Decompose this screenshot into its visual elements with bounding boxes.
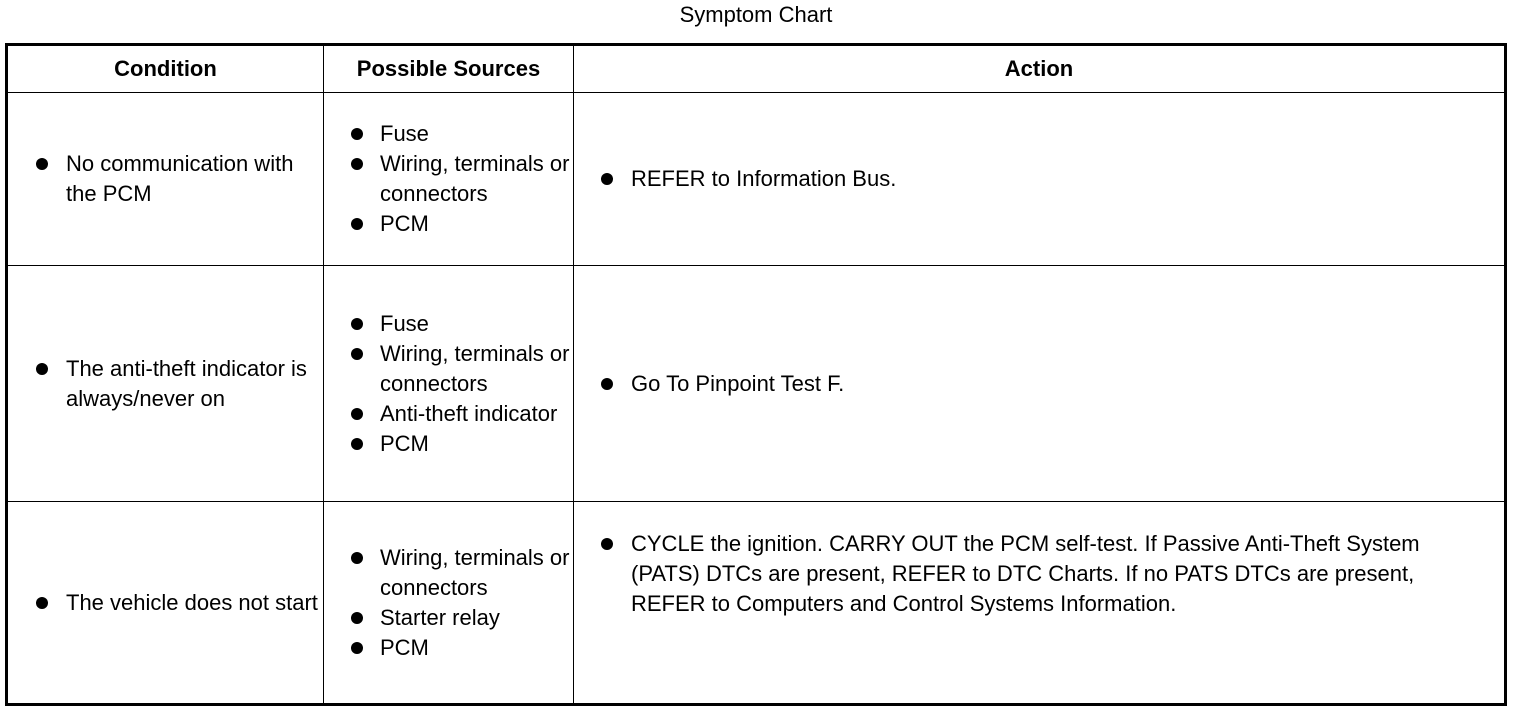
action-item: REFER to Information Bus. bbox=[574, 164, 1504, 194]
source-item: Wiring, terminals or connectors bbox=[324, 543, 573, 603]
bullet-icon bbox=[351, 641, 363, 654]
symptom-table: Condition Possible Sources Action No com… bbox=[5, 43, 1507, 706]
source-item: Wiring, terminals or connectors bbox=[324, 149, 573, 209]
source-text: Wiring, terminals or connectors bbox=[380, 340, 570, 396]
bullet-icon bbox=[36, 362, 48, 375]
bullet-icon bbox=[351, 437, 363, 450]
source-text: Anti-theft indicator bbox=[380, 400, 558, 426]
condition-item: No communication with the PCM bbox=[8, 149, 323, 209]
bullet-icon bbox=[36, 596, 48, 609]
source-item: Starter relay bbox=[324, 603, 573, 633]
source-text: Fuse bbox=[380, 310, 429, 336]
sources-cell: Fuse Wiring, terminals or connectors Ant… bbox=[323, 265, 574, 502]
bullet-icon bbox=[351, 218, 363, 230]
source-text: Fuse bbox=[380, 121, 429, 146]
source-item: PCM bbox=[324, 209, 573, 239]
bullet-icon bbox=[36, 158, 48, 170]
action-text: Go To Pinpoint Test F. bbox=[631, 370, 845, 396]
condition-item: The vehicle does not start bbox=[8, 588, 323, 618]
header-condition: Condition bbox=[6, 44, 324, 93]
table-row: The vehicle does not start Wiring, termi… bbox=[6, 501, 1506, 705]
source-text: PCM bbox=[380, 211, 429, 236]
header-possible-sources: Possible Sources bbox=[323, 44, 574, 93]
action-item: CYCLE the ignition. CARRY OUT the PCM se… bbox=[574, 529, 1504, 619]
bullet-icon bbox=[351, 128, 363, 140]
source-item: Fuse bbox=[324, 119, 573, 149]
source-text: Starter relay bbox=[380, 604, 500, 630]
source-item: PCM bbox=[324, 429, 573, 459]
bullet-icon bbox=[351, 551, 363, 564]
source-text: PCM bbox=[380, 430, 429, 456]
source-item: Wiring, terminals or connectors bbox=[324, 339, 573, 399]
header-action: Action bbox=[573, 44, 1506, 93]
action-cell: CYCLE the ignition. CARRY OUT the PCM se… bbox=[573, 501, 1506, 705]
table-row: The anti-theft indicator is always/never… bbox=[6, 265, 1506, 502]
action-text: REFER to Information Bus. bbox=[631, 166, 897, 191]
bullet-icon bbox=[351, 407, 363, 420]
sources-cell: Fuse Wiring, terminals or connectors PCM bbox=[323, 92, 574, 266]
bullet-icon bbox=[601, 377, 613, 390]
source-item: PCM bbox=[324, 633, 573, 663]
bullet-icon bbox=[351, 317, 363, 330]
condition-text: No communication with the PCM bbox=[66, 151, 294, 206]
sources-cell: Wiring, terminals or connectors Starter … bbox=[323, 501, 574, 705]
bullet-icon bbox=[601, 173, 613, 185]
source-text: Wiring, terminals or connectors bbox=[380, 544, 570, 600]
source-text: PCM bbox=[380, 634, 429, 660]
action-cell: Go To Pinpoint Test F. bbox=[573, 265, 1506, 502]
source-item: Fuse bbox=[324, 309, 573, 339]
bullet-icon bbox=[351, 347, 363, 360]
condition-item: The anti-theft indicator is always/never… bbox=[8, 354, 323, 414]
bullet-icon bbox=[351, 158, 363, 170]
action-item: Go To Pinpoint Test F. bbox=[574, 369, 1504, 399]
source-text: Wiring, terminals or connectors bbox=[380, 151, 570, 206]
action-text: CYCLE the ignition. CARRY OUT the PCM se… bbox=[631, 531, 1420, 616]
condition-text: The anti-theft indicator is always/never… bbox=[66, 355, 307, 411]
condition-cell: The anti-theft indicator is always/never… bbox=[6, 265, 324, 502]
bullet-icon bbox=[351, 611, 363, 624]
bullet-icon bbox=[601, 538, 613, 550]
condition-text: The vehicle does not start bbox=[66, 589, 318, 615]
action-cell: REFER to Information Bus. bbox=[573, 92, 1506, 266]
condition-cell: The vehicle does not start bbox=[6, 501, 324, 705]
table-row: No communication with the PCM Fuse Wirin… bbox=[6, 92, 1506, 266]
condition-cell: No communication with the PCM bbox=[6, 92, 324, 266]
source-item: Anti-theft indicator bbox=[324, 399, 573, 429]
header-row: Condition Possible Sources Action bbox=[6, 44, 1506, 93]
chart-title: Symptom Chart bbox=[679, 2, 833, 27]
